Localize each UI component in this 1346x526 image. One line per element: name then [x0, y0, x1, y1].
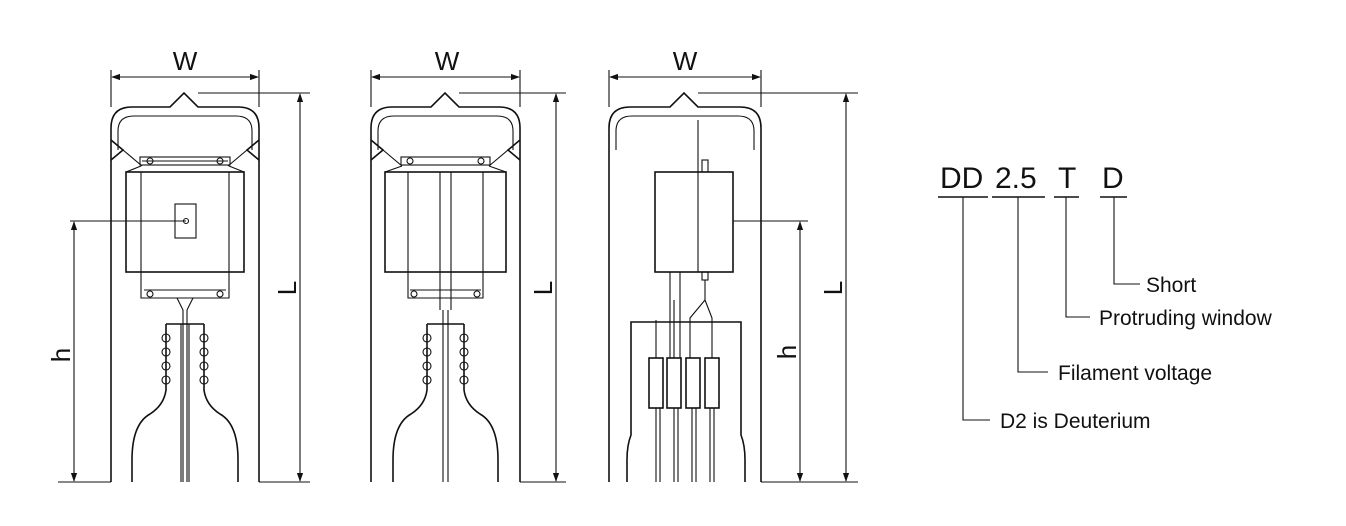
front-length-label: L — [272, 281, 302, 295]
meaning-deuterium: D2 is Deuterium — [1000, 410, 1151, 433]
code-part-short: D — [1102, 162, 1124, 195]
code-part-window: T — [1058, 162, 1076, 195]
front-view: W L h — [46, 46, 310, 483]
side-view: W L — [370, 46, 566, 483]
code-part-dd: DD — [940, 162, 983, 195]
lead-width-label: W — [673, 46, 698, 76]
meaning-short: Short — [1146, 274, 1196, 297]
model-code-legend: DD 2.5 T D Short Protruding window Filam… — [938, 162, 1273, 433]
lead-view: W h L — [608, 46, 858, 483]
lead-length-label: L — [818, 281, 848, 295]
front-width-label: W — [173, 46, 198, 76]
code-part-voltage: 2.5 — [995, 162, 1037, 195]
meaning-protruding-window: Protruding window — [1099, 307, 1273, 330]
side-width-label: W — [435, 46, 460, 76]
front-height-label: h — [46, 348, 76, 362]
meaning-filament-voltage: Filament voltage — [1058, 362, 1212, 385]
side-length-label: L — [528, 281, 558, 295]
lead-height-label: h — [772, 345, 802, 359]
